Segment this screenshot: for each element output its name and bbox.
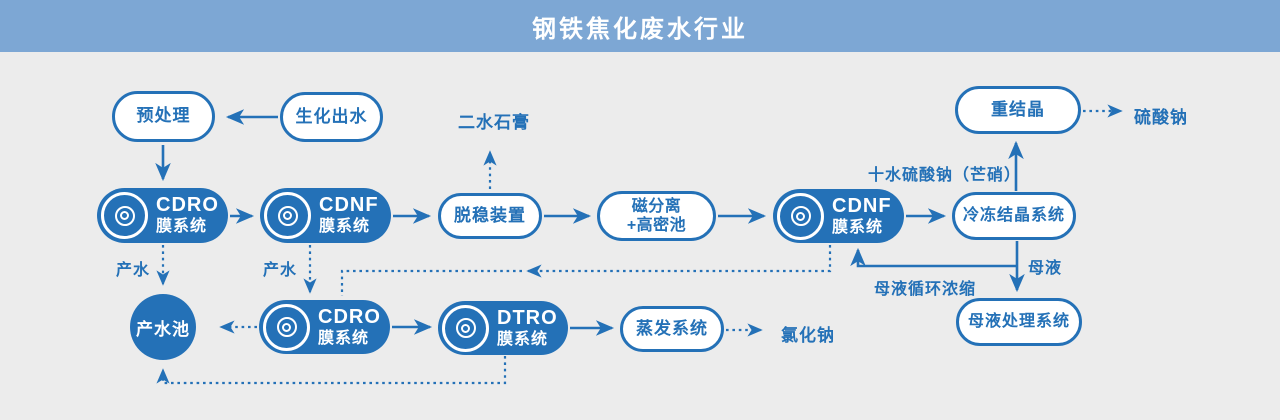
node-pretreatment-label: 预处理 — [136, 106, 191, 126]
dashed-arrow-dtro-return-to-pool — [156, 356, 507, 385]
node-bio-effluent-label: 生化出水 — [295, 106, 368, 126]
pill-dtro-subtitle: 膜系统 — [497, 330, 549, 348]
membrane-disc-icon — [101, 192, 148, 239]
label-sodium-sulfate: 硫酸钠 — [1134, 108, 1188, 127]
node-destabilizer: 脱稳装置 — [438, 193, 542, 239]
label-dihydrate-gypsum: 二水石膏 — [458, 113, 530, 132]
node-freeze-label: 冷冻结晶系统 — [962, 207, 1065, 225]
node-recrystallization: 重结晶 — [955, 86, 1081, 134]
pill-dtro-membrane: DTRO 膜系统 — [438, 301, 568, 355]
pill-cdro1-title: CDRO — [156, 194, 219, 217]
pill-cdro-membrane-1: CDRO 膜系统 — [97, 188, 228, 243]
membrane-disc-icon — [263, 303, 310, 351]
pill-cdro-membrane-2: CDRO 膜系统 — [259, 300, 390, 354]
membrane-disc-icon — [777, 192, 824, 240]
node-destabilizer-label: 脱稳装置 — [454, 205, 526, 225]
node-evaporation-label: 蒸发系统 — [636, 318, 708, 338]
pill-dtro-title: DTRO — [497, 306, 558, 329]
pill-cdnf-membrane-2: CDNF 膜系统 — [773, 189, 904, 243]
node-magnetic-line1: 磁分离 — [631, 197, 682, 215]
pill-cdnf1-subtitle: 膜系统 — [319, 218, 371, 236]
pill-cdro2-subtitle: 膜系统 — [318, 329, 370, 347]
dashed-line-concentrate-into-cdro2 — [340, 269, 522, 296]
node-magnetic-line2: +高密池 — [626, 217, 687, 234]
pill-cdnf1-title: CDNF — [319, 194, 379, 217]
label-glauber-salt: 十水硫酸钠（芒硝） — [868, 167, 1022, 184]
label-sodium-chloride: 氯化钠 — [781, 326, 835, 345]
node-freeze-crystallization: 冷冻结晶系统 — [952, 192, 1076, 240]
node-evaporation: 蒸发系统 — [620, 306, 724, 352]
pill-cdro2-title: CDRO — [318, 305, 381, 328]
pill-cdnf-membrane-1: CDNF 膜系统 — [260, 188, 391, 243]
header-bar: 钢铁焦化废水行业 — [0, 0, 1280, 52]
arrow-mother-liquor-recycle-to-cdnf2 — [850, 247, 1017, 268]
membrane-disc-icon — [264, 192, 311, 239]
pill-cdnf2-subtitle: 膜系统 — [832, 218, 884, 236]
node-product-water-pool: 产水池 — [130, 294, 196, 360]
membrane-disc-icon — [442, 304, 489, 352]
label-mother-liquor-recycle: 母液循环浓缩 — [874, 281, 977, 298]
node-bio-effluent: 生化出水 — [280, 92, 383, 142]
node-magnetic-separation: 磁分离 +高密池 — [597, 191, 716, 241]
label-product-water-1: 产水 — [116, 262, 151, 279]
dashed-arrow-cdnf2-concentrate-return — [526, 245, 832, 278]
pill-cdnf2-title: CDNF — [832, 194, 892, 217]
node-recrystallization-label: 重结晶 — [991, 99, 1045, 119]
label-mother-liquor: 母液 — [1028, 260, 1063, 277]
node-pool-label: 产水池 — [136, 319, 190, 339]
pill-cdro1-subtitle: 膜系统 — [156, 218, 208, 236]
node-mother-liquor-treatment-label: 母液处理系统 — [967, 313, 1070, 331]
node-mother-liquor-treatment: 母液处理系统 — [956, 298, 1082, 346]
label-product-water-2: 产水 — [263, 262, 298, 279]
node-pretreatment: 预处理 — [112, 91, 215, 142]
page-title: 钢铁焦化废水行业 — [532, 15, 748, 43]
